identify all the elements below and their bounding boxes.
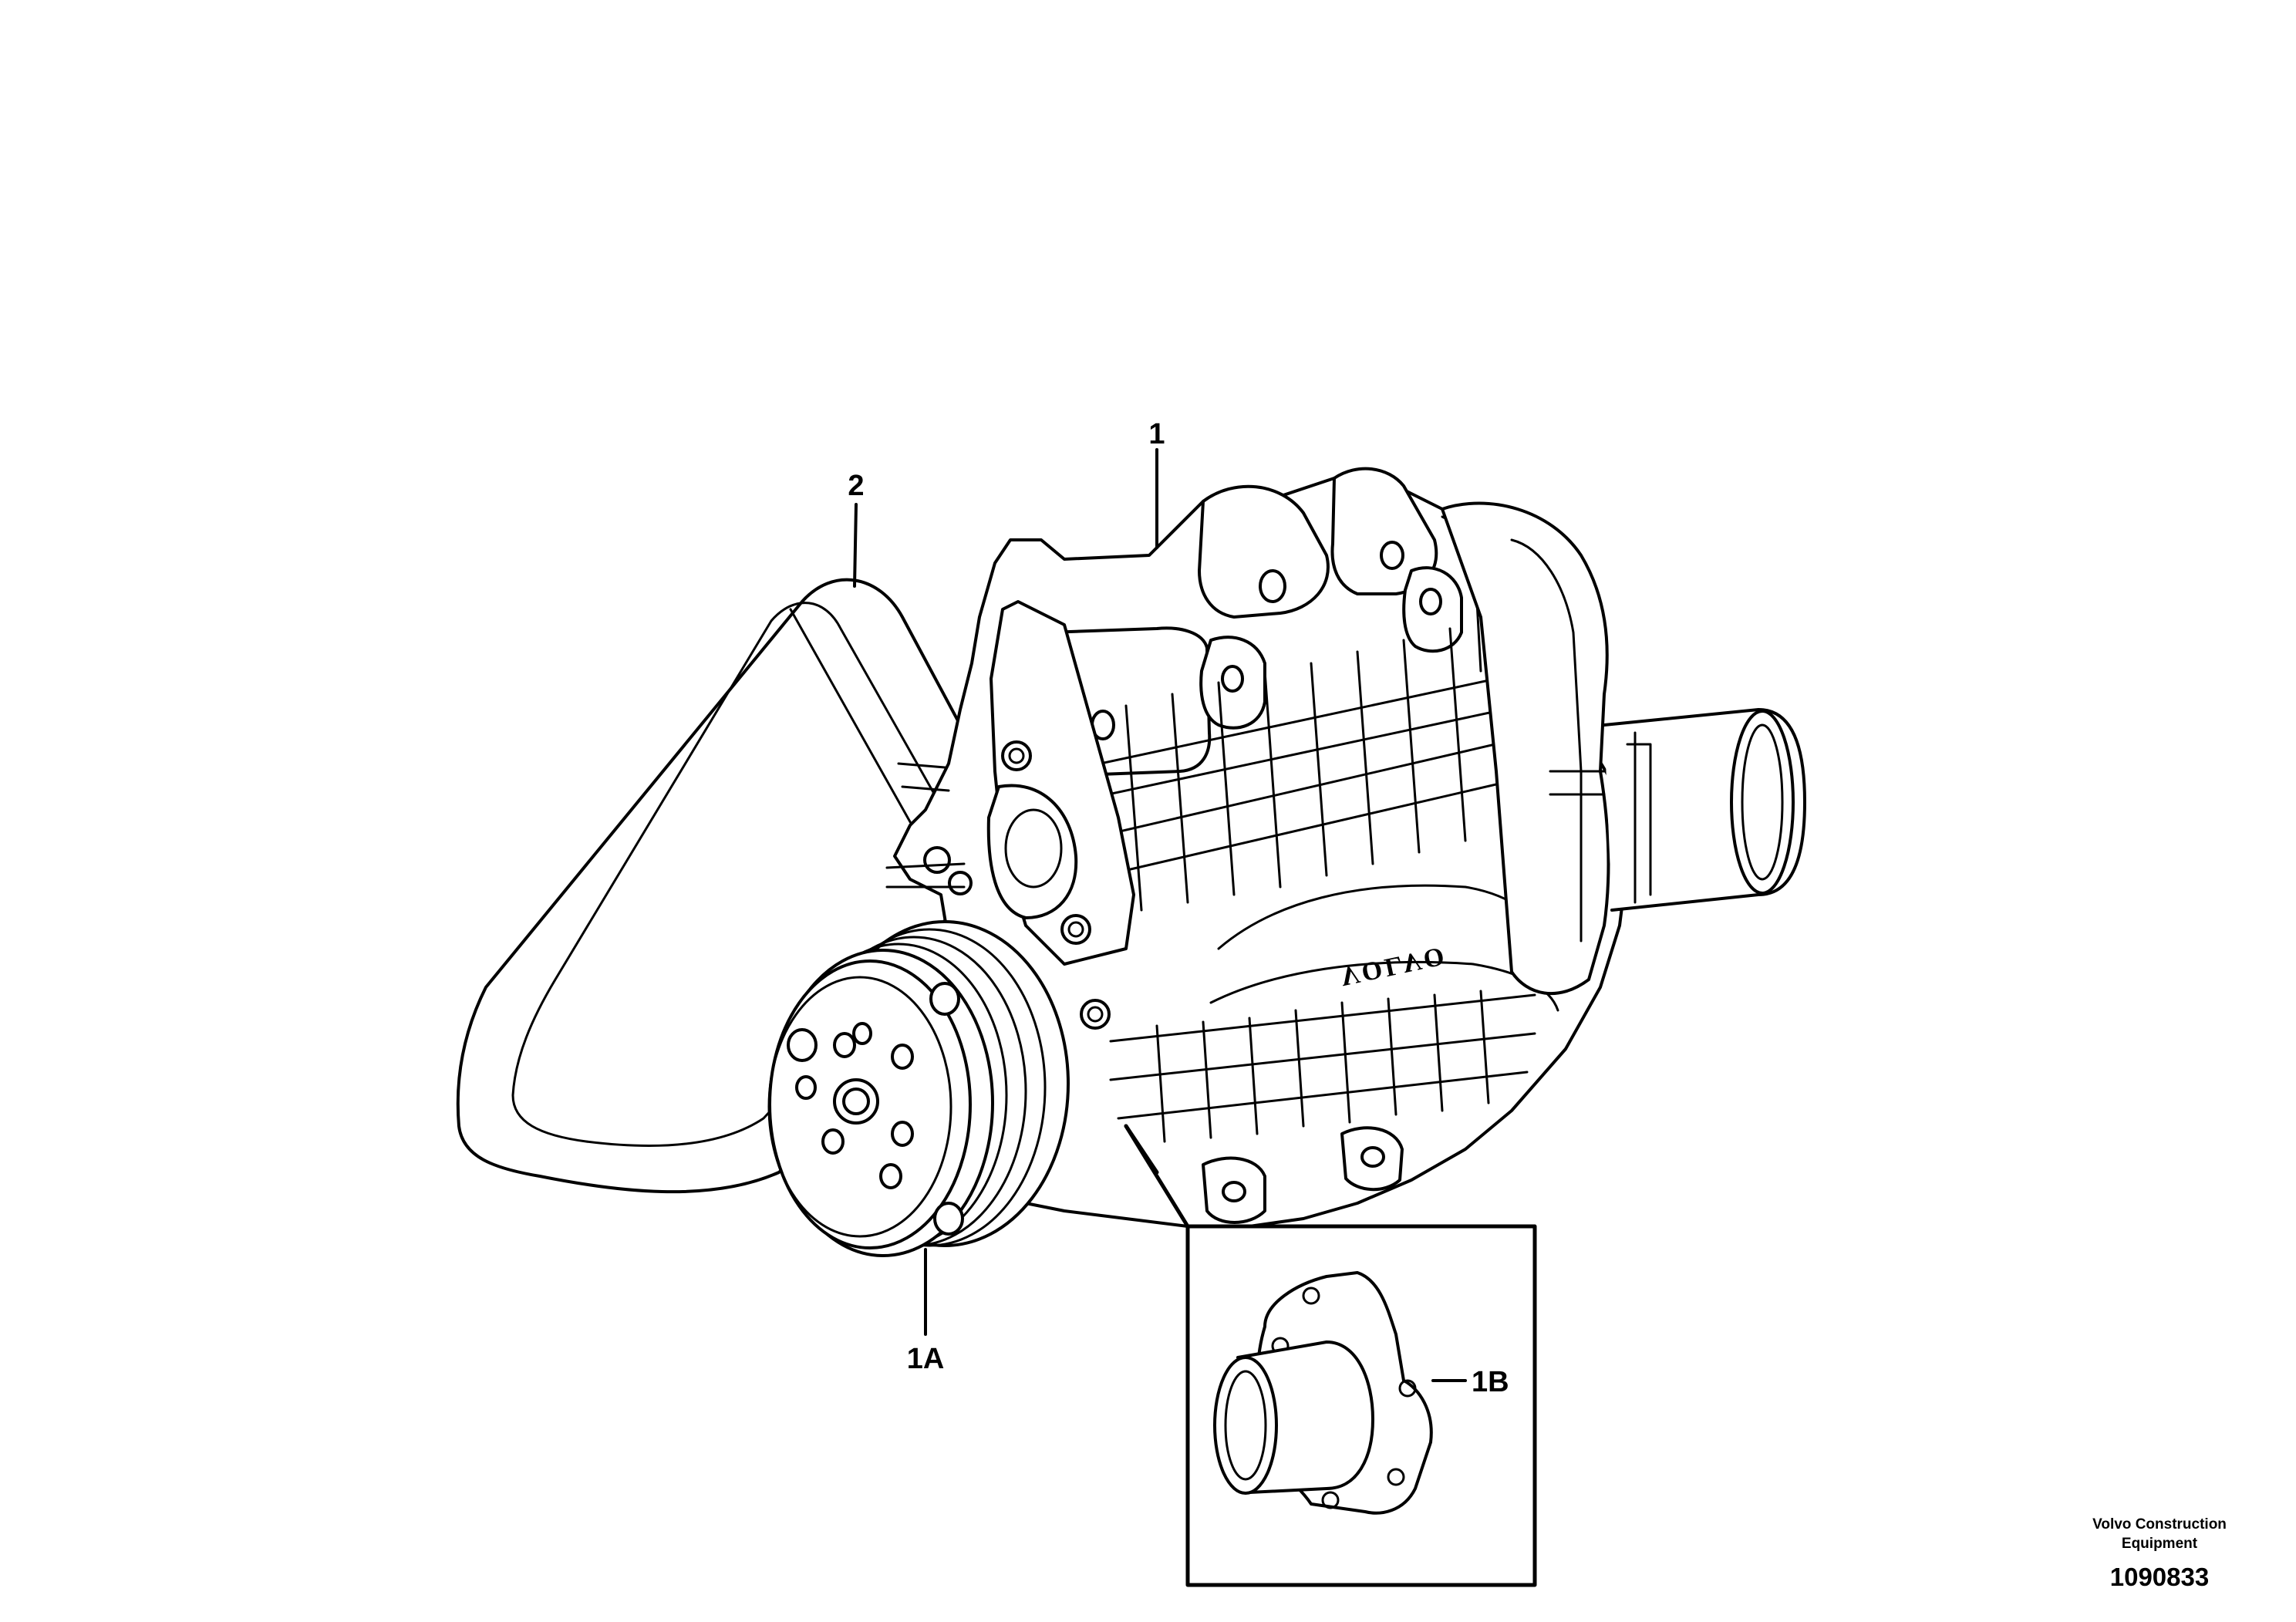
pulley-hub-holes — [795, 1022, 914, 1189]
callout-1a: 1A — [907, 1343, 945, 1375]
leader-lines — [853, 448, 1467, 1382]
casting-ribs-lower — [1109, 990, 1536, 1143]
callout-1b: 1B — [1472, 1366, 1509, 1398]
pulley — [767, 920, 1070, 1257]
detail-inset-box — [1124, 1124, 1537, 1587]
supercharger-body: VOLVO — [885, 467, 1806, 1228]
callout-1: 1 — [1148, 418, 1165, 450]
footer-brand-line2: Equipment — [2122, 1536, 2198, 1552]
footer-part-number: 1090833 — [2110, 1563, 2209, 1591]
callout-2: 2 — [848, 470, 864, 502]
hub-flange-part — [1213, 1271, 1433, 1515]
footer-brand-line1: Volvo Construction — [2092, 1516, 2227, 1533]
